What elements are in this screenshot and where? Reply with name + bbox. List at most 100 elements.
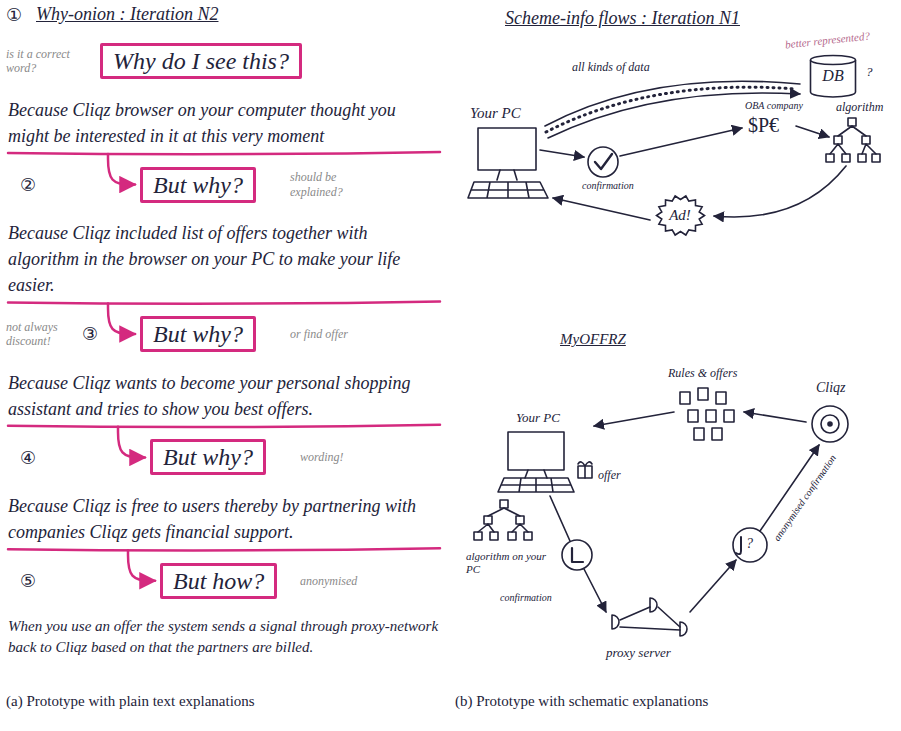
- step-number: ⑤: [20, 570, 36, 592]
- question-box: But why?: [150, 439, 266, 475]
- algorithm-tree: [516, 516, 524, 524]
- keyboard-icon: [468, 182, 548, 198]
- box-text: But why?: [163, 444, 253, 470]
- flow-label: algorithm on your PC: [466, 550, 551, 576]
- step-number: ①: [6, 4, 22, 26]
- algorithm-tree: [500, 500, 508, 508]
- flow-arrow: [620, 128, 742, 156]
- gift-icon: [578, 462, 592, 478]
- offer-doc: [716, 392, 726, 404]
- offer-doc: [680, 392, 690, 404]
- algorithm-tree: [858, 154, 866, 162]
- algorithm-tree: [478, 508, 528, 532]
- step-number: ③: [82, 323, 98, 345]
- flow-arrow: [796, 126, 829, 137]
- figure-caption: (b) Prototype with schematic explanation…: [455, 692, 895, 710]
- algorithm-tree: [524, 532, 532, 540]
- flow-label: anonymised confirmation: [769, 449, 841, 546]
- monitor-stand: [525, 470, 547, 478]
- algorithm-tree: [484, 516, 492, 524]
- offer-doc: [712, 428, 722, 440]
- algorithm-tree: [474, 532, 482, 540]
- review-note: is it a correct word?: [6, 47, 84, 76]
- algorithm-tree: [834, 136, 842, 144]
- offer-doc: [688, 410, 698, 422]
- explanation-text: Because Cliqz browser on your computer t…: [8, 97, 440, 149]
- question-box: Why do I see this?: [100, 43, 302, 79]
- algorithm-tree: [830, 126, 876, 154]
- figure-caption: (a) Prototype with plain text explanatio…: [6, 692, 446, 710]
- monitor-stand: [497, 170, 517, 180]
- step-number: ②: [20, 174, 36, 196]
- box-text: But why?: [153, 321, 243, 347]
- explanation-text: When you use an offer the system sends a…: [8, 616, 440, 658]
- flow-arrow: [594, 412, 674, 426]
- scheme-title: MyOFFRZ: [560, 330, 626, 348]
- check-circle: [588, 147, 618, 177]
- proxy-node: [650, 598, 657, 612]
- confirmation-circle: [562, 540, 592, 570]
- money-label: $P€: [748, 113, 779, 137]
- algorithm-tree: [508, 532, 516, 540]
- flow-label: algorithm: [836, 100, 883, 114]
- question-mark: ?: [866, 64, 873, 80]
- algorithm-tree: [848, 118, 856, 126]
- company-label: Cliqz: [816, 380, 846, 397]
- question-box: But how?: [160, 563, 277, 599]
- database-cylinder: DB: [809, 54, 857, 98]
- cliqz-logo: [821, 415, 839, 433]
- proxy-node: [680, 622, 687, 636]
- flow-label: Rules & offers: [668, 366, 737, 380]
- company-label: OBA company: [745, 100, 803, 112]
- flow-label: offer: [598, 468, 621, 482]
- pink-arrow: [108, 154, 135, 185]
- question-box: But why?: [140, 167, 256, 203]
- ad-starburst: Ad!: [655, 194, 706, 237]
- box-text: Why do I see this?: [113, 48, 289, 74]
- cliqz-logo: [812, 406, 848, 442]
- proxy-link: [620, 607, 680, 630]
- box-text: Ad!: [669, 206, 691, 224]
- flow-arrow: [540, 150, 584, 157]
- flow-arrow: [714, 166, 846, 217]
- box-text: But how?: [173, 568, 264, 594]
- cylinder-top: [811, 56, 856, 65]
- pink-arrow: [128, 550, 155, 581]
- device-label: Your PC: [516, 410, 560, 426]
- box-text: DB: [822, 66, 843, 85]
- anonymiser-mark: [736, 537, 741, 554]
- review-note: wording!: [300, 450, 344, 464]
- explanation-text: Because Cliqz wants to become your perso…: [8, 370, 440, 422]
- monitor-icon: [478, 128, 536, 170]
- flow-label: all kinds of data: [572, 60, 650, 74]
- flow-label: confirmation: [500, 592, 552, 604]
- flow-arrow: [553, 198, 650, 220]
- pink-arrow: [118, 427, 145, 458]
- review-note: not always discount!: [6, 320, 76, 349]
- proxy-node: [612, 615, 619, 629]
- cliqz-logo: [828, 422, 832, 426]
- device-label: Your PC: [470, 104, 521, 122]
- offer-doc: [724, 410, 734, 422]
- flow-arrow: [550, 496, 570, 541]
- pink-arrow: [108, 303, 135, 334]
- flow-label: confirmation: [582, 180, 634, 192]
- keyboard-icon: [498, 478, 574, 492]
- sheet-title: Scheme-info flows : Iteration N1: [505, 8, 740, 30]
- server-label: proxy server: [606, 645, 671, 661]
- algorithm-tree: [842, 154, 850, 162]
- flow-arrow: [690, 560, 736, 612]
- pink-underline: [8, 152, 440, 154]
- algorithm-tree: [862, 136, 870, 144]
- algorithm-tree: [490, 532, 498, 540]
- pink-underline: [8, 301, 440, 303]
- confirmation-mark: [572, 548, 583, 562]
- sheet-title: Why-onion : Iteration N2: [36, 4, 218, 26]
- offer-doc: [694, 428, 704, 440]
- question-box: But why?: [140, 316, 256, 352]
- offer-doc: [706, 410, 716, 422]
- review-note: better represented?: [785, 30, 871, 52]
- flow-arrow: [744, 412, 806, 422]
- flow-arrow: [584, 569, 606, 612]
- step-number: ④: [20, 447, 36, 469]
